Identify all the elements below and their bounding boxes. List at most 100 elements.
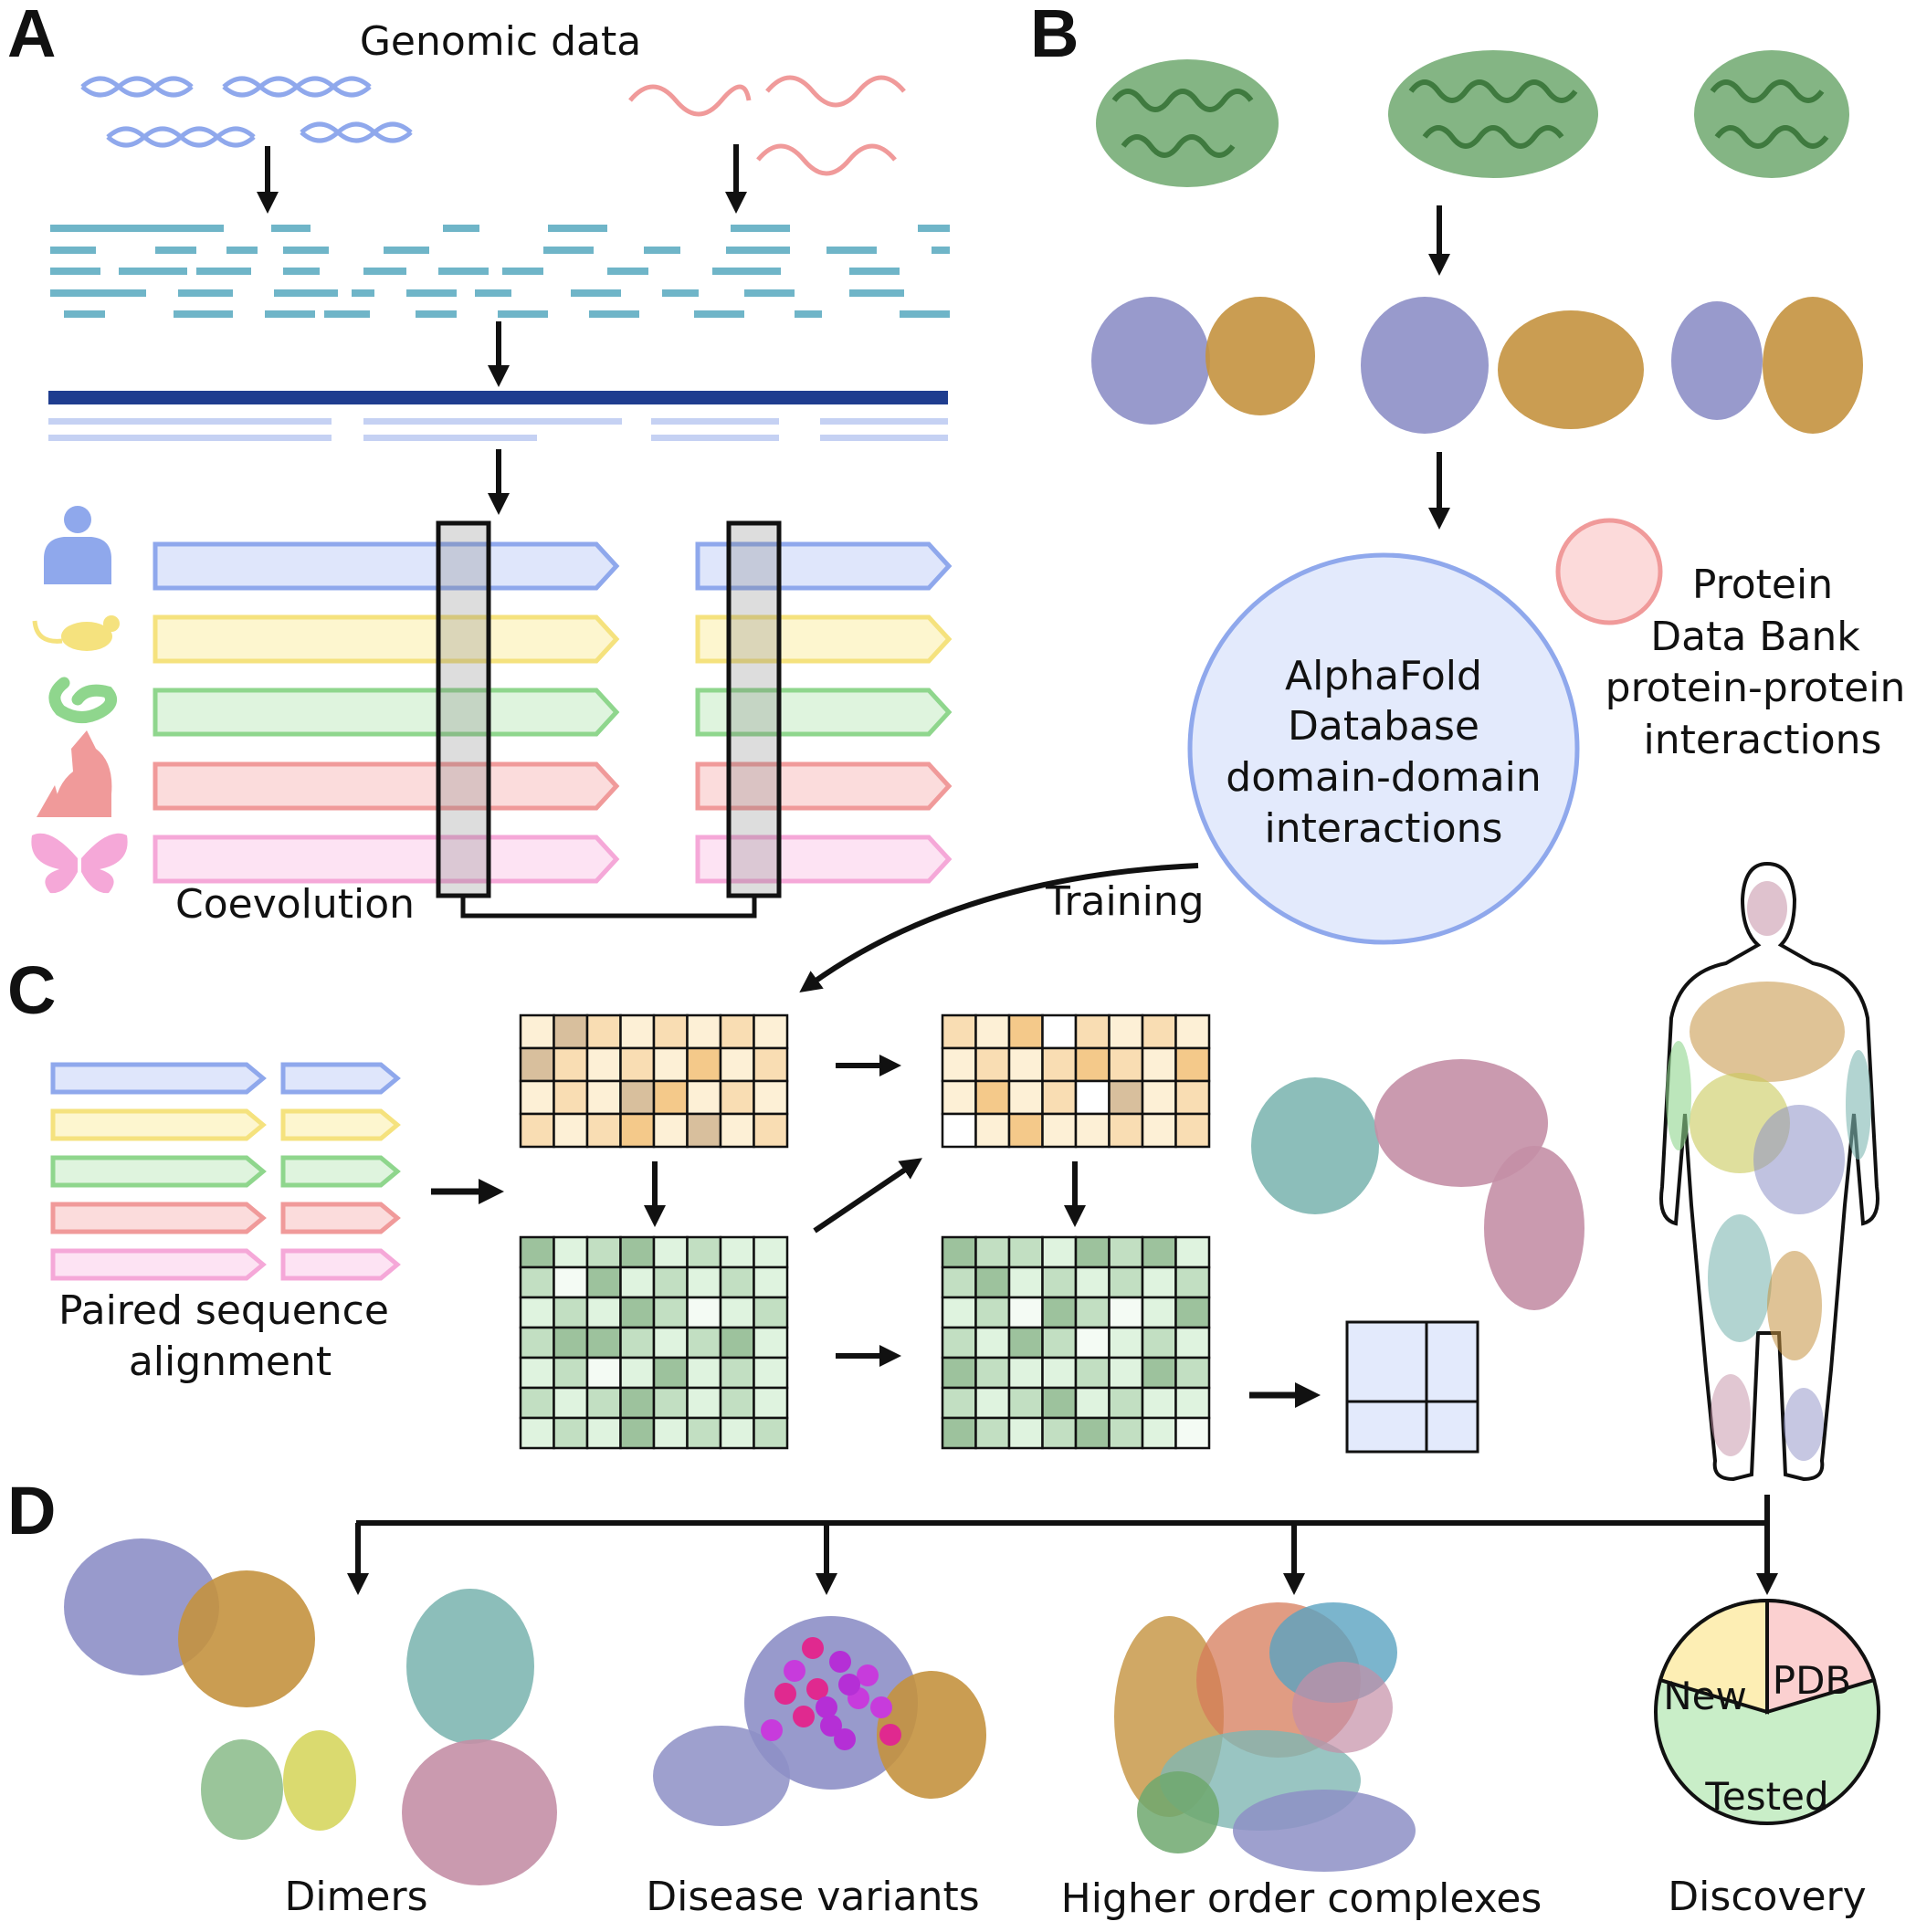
dna-helix-icon xyxy=(222,76,372,98)
grid-cell xyxy=(1007,1356,1044,1390)
variant-sphere xyxy=(802,1637,824,1659)
paired-alignment-label-line-2: alignment xyxy=(129,1339,332,1385)
grid-cell xyxy=(1174,1326,1211,1360)
genomic-data-label: Genomic data xyxy=(360,18,641,65)
protein-structure-icon xyxy=(1694,50,1849,178)
grid-cell xyxy=(1007,1326,1044,1360)
grid-cell xyxy=(619,1079,656,1116)
dimer-structures xyxy=(64,1538,557,1885)
grid-cell xyxy=(1041,1112,1078,1149)
sequencing-read xyxy=(363,268,406,275)
grid-cell xyxy=(686,1112,722,1149)
grid-cell xyxy=(686,1356,722,1390)
grid-cell xyxy=(585,1235,622,1269)
variant-sphere xyxy=(793,1706,815,1727)
grid-cell xyxy=(652,1079,689,1116)
paired-sequence-bar xyxy=(50,1062,267,1095)
grid-cell xyxy=(619,1265,656,1299)
grid-cell xyxy=(1141,1235,1177,1269)
pie-slice-pdb xyxy=(1765,1598,1877,1715)
sequencing-read xyxy=(644,247,680,254)
grid-cell xyxy=(1074,1265,1111,1299)
sequencing-read xyxy=(119,268,187,275)
alphafold-label-line-3: domain-domain xyxy=(1226,754,1541,801)
grid-cell xyxy=(652,1296,689,1329)
grid-cell xyxy=(652,1356,689,1390)
grid-cell xyxy=(974,1296,1011,1329)
sequencing-read xyxy=(137,225,187,232)
grid-cell xyxy=(719,1296,755,1329)
paired-sequence-bar xyxy=(50,1155,267,1188)
variant-sphere xyxy=(834,1728,856,1750)
grid-cell xyxy=(974,1046,1011,1083)
grid-cell xyxy=(1108,1386,1144,1420)
grid-cell xyxy=(1108,1046,1144,1083)
human-icon xyxy=(44,506,111,584)
sequencing-read xyxy=(571,289,621,297)
grid-cell xyxy=(1174,1265,1211,1299)
grid-cell xyxy=(585,1416,622,1450)
grid-cell xyxy=(753,1356,789,1390)
sequencing-read xyxy=(226,247,258,254)
grid-cell xyxy=(619,1013,656,1050)
grid-cell xyxy=(585,1079,622,1116)
grid-cell xyxy=(1141,1112,1177,1149)
discovery-pie: New PDB Tested xyxy=(1654,1598,1880,1825)
output-label-disease-variants: Disease variants xyxy=(646,1874,979,1920)
variant-sphere xyxy=(870,1696,892,1718)
grid-cell xyxy=(719,1326,755,1360)
grid-cell xyxy=(519,1013,555,1050)
grid-cell xyxy=(519,1386,555,1420)
panel-letter-d: D xyxy=(7,1473,56,1549)
dna-helices xyxy=(80,76,413,148)
grid-cell xyxy=(619,1356,656,1390)
coevolution-column-2 xyxy=(726,520,782,898)
sequencing-read xyxy=(50,247,96,254)
sequencing-read xyxy=(932,247,950,254)
grid-cell xyxy=(1007,1265,1044,1299)
msa-sequence-bar xyxy=(695,761,953,811)
grid-cell xyxy=(1141,1265,1177,1299)
human-proteome-silhouette xyxy=(1659,861,1879,1482)
sequencing-read xyxy=(475,289,511,297)
grid-cell xyxy=(753,1386,789,1420)
pie-label-pdb: PDB xyxy=(1773,1658,1851,1703)
alphafold-label-line-2: Database xyxy=(1288,703,1479,750)
grid-cell xyxy=(1041,1356,1078,1390)
assembled-reference xyxy=(48,391,948,404)
output-label-dimers: Dimers xyxy=(284,1874,427,1920)
grid-cell xyxy=(941,1013,977,1050)
grid-cell xyxy=(974,1326,1011,1360)
msa-sequence-bar xyxy=(153,761,620,811)
grid-cell xyxy=(1007,1416,1044,1450)
sequencing-read xyxy=(502,268,543,275)
coevolution-column-1 xyxy=(436,520,491,898)
grid-cell xyxy=(753,1296,789,1329)
grid-cell xyxy=(619,1296,656,1329)
pair-representation-grid-1 xyxy=(519,1235,789,1450)
grid-cell xyxy=(1108,1296,1144,1329)
grid-cell xyxy=(719,1046,755,1083)
sequencing-read xyxy=(849,289,904,297)
rna-strands xyxy=(628,75,906,176)
output-contact-map xyxy=(1345,1320,1479,1454)
msa-sequence-bar xyxy=(695,835,953,884)
grid-cell xyxy=(519,1416,555,1450)
variant-spheres xyxy=(761,1637,901,1750)
grid-cell xyxy=(619,1046,656,1083)
grid-cell xyxy=(941,1235,977,1269)
sequencing-read xyxy=(50,289,146,297)
grid-cell xyxy=(719,1356,755,1390)
grid-cell xyxy=(753,1112,789,1149)
grid-cell xyxy=(1041,1416,1078,1450)
grid-cell xyxy=(519,1296,555,1329)
grid-cell xyxy=(941,1326,977,1360)
grid-cell xyxy=(1007,1046,1044,1083)
grid-cell xyxy=(1041,1046,1078,1083)
msa-sequence-bar xyxy=(153,541,620,591)
pie-label-new: New xyxy=(1663,1674,1747,1718)
grid-cell xyxy=(1174,1386,1211,1420)
grid-cell xyxy=(519,1356,555,1390)
coevolution-label: Coevolution xyxy=(175,881,415,928)
mouse-icon xyxy=(32,615,120,651)
